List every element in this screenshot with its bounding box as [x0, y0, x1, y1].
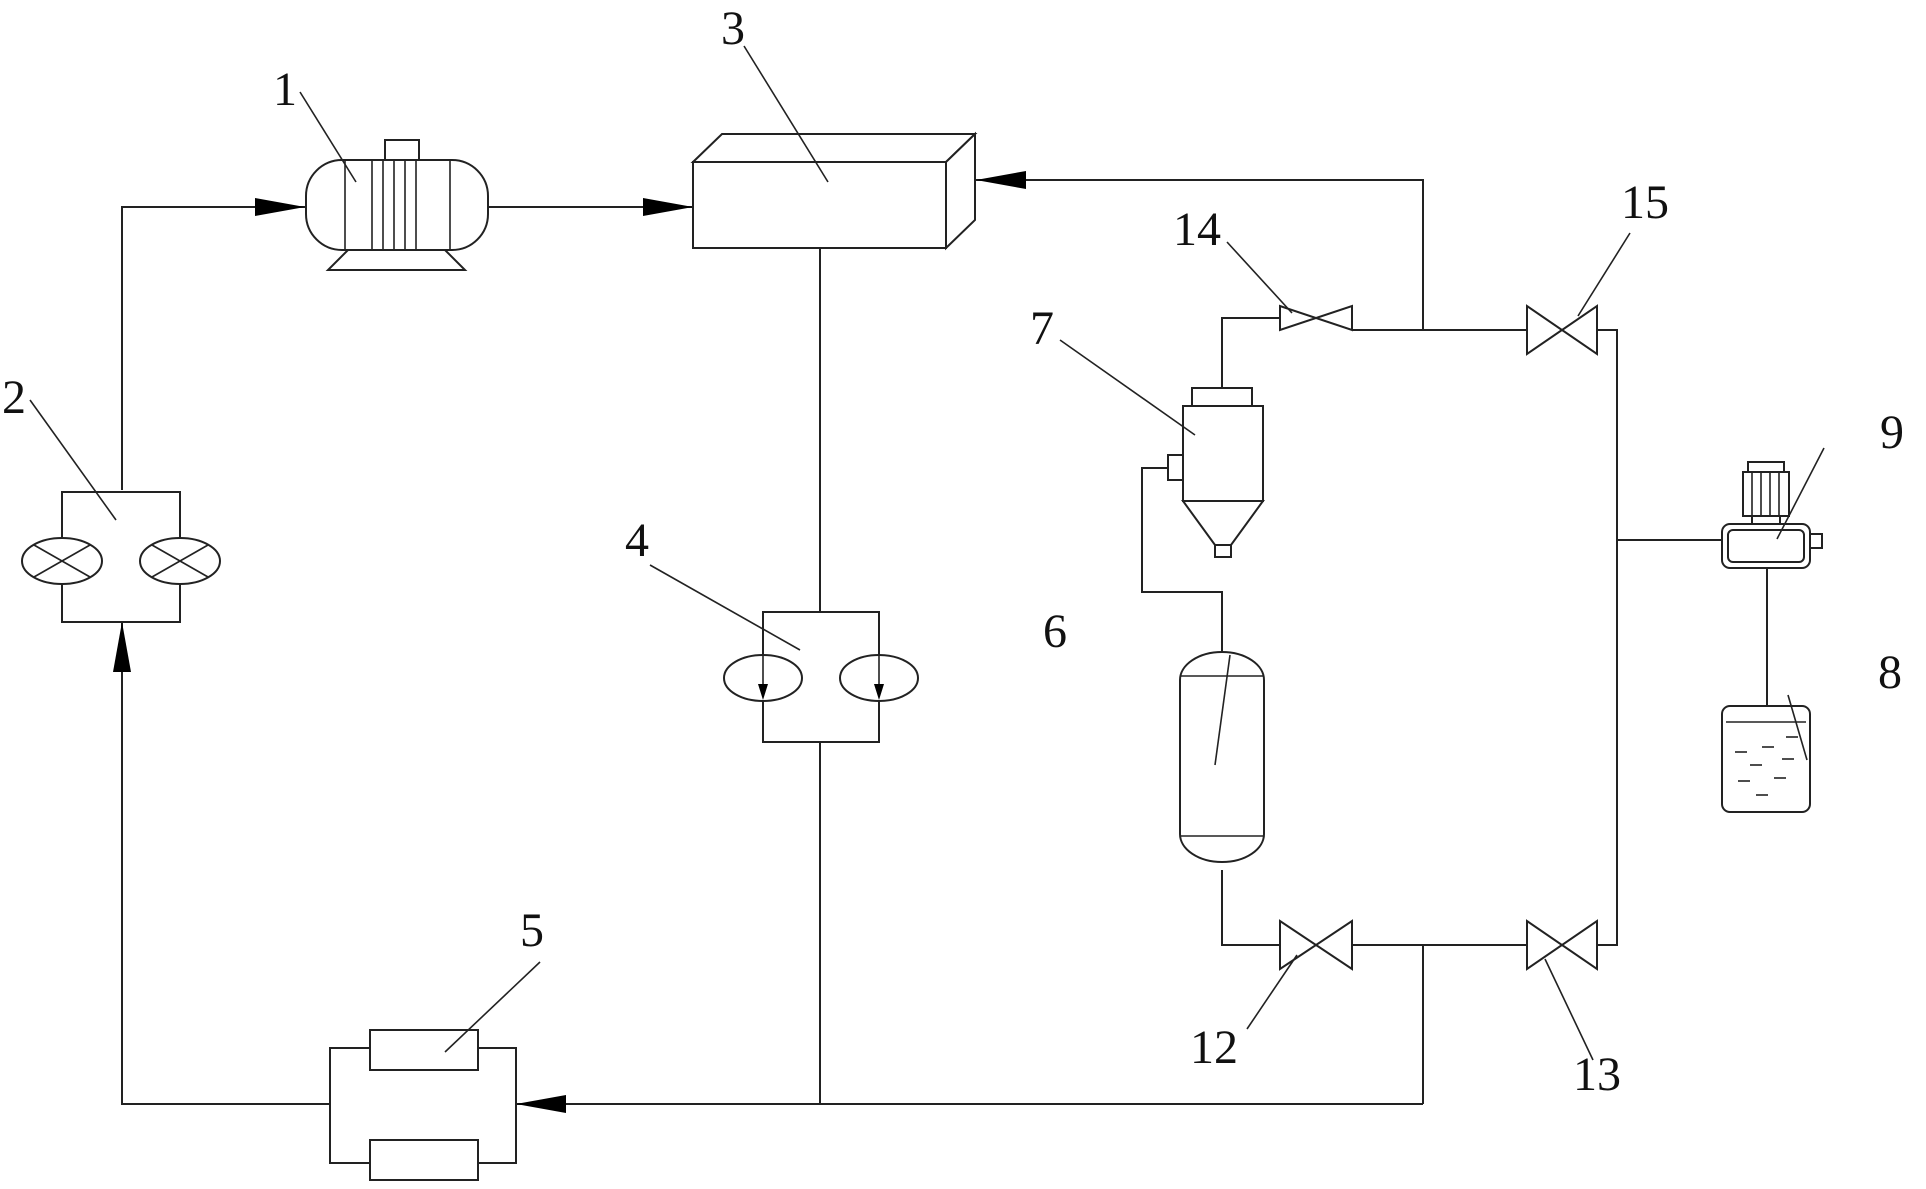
- pump9-motor: [1742, 471, 1790, 517]
- label-3: 3: [721, 2, 745, 55]
- motor-terminal-box: [384, 139, 420, 161]
- pipe-bottom-left: [1221, 870, 1280, 946]
- pipe-return-to-box: [976, 179, 1424, 330]
- pipe-top-left: [1221, 317, 1280, 330]
- arrow-into-box: [643, 198, 693, 216]
- label-7: 7: [1030, 302, 1054, 355]
- pipe-top-right: [1597, 329, 1618, 946]
- piping: [121, 179, 1768, 1105]
- container-body: [1721, 705, 1811, 813]
- metering-pump-component: [1721, 461, 1823, 569]
- motor-body: [305, 159, 489, 251]
- flow-arrows: [113, 171, 1026, 1113]
- pump9-coupling: [1751, 515, 1781, 525]
- separator-cone: [1181, 500, 1265, 546]
- pump9-port: [1809, 533, 1823, 549]
- pipe-fan-to-motor: [121, 206, 305, 490]
- separator-component: [1167, 387, 1265, 558]
- arrow-into-motor: [255, 198, 305, 216]
- valve-14: [1279, 304, 1353, 332]
- label-4: 4: [625, 514, 649, 567]
- exchanger-component: [329, 1029, 517, 1181]
- pump9-head-inner: [1727, 529, 1805, 563]
- tank-component: [1179, 651, 1265, 863]
- tank-body: [1179, 651, 1265, 863]
- valve-15: [1526, 304, 1598, 356]
- label-8: 8: [1878, 646, 1902, 699]
- box-component: [690, 131, 978, 251]
- motor-base: [325, 249, 468, 271]
- label-2: 2: [2, 371, 26, 424]
- valve-13: [1526, 919, 1598, 971]
- separator-body: [1182, 405, 1264, 502]
- label-12: 12: [1190, 1021, 1238, 1074]
- label-14: 14: [1173, 203, 1221, 256]
- arrow-return-into-box: [976, 171, 1026, 189]
- box-front-face: [692, 161, 947, 249]
- separator-outlet: [1214, 544, 1232, 558]
- pipe-exchanger-to-fan: [121, 622, 330, 1105]
- fan-unit-component: [21, 491, 221, 623]
- exchanger-tube-top: [369, 1029, 479, 1071]
- label-15: 15: [1621, 176, 1669, 229]
- pump9-motor-cap: [1747, 461, 1785, 473]
- separator-side-port: [1167, 454, 1184, 481]
- container-component: [1721, 705, 1811, 813]
- liquid-dashes: [1735, 736, 1798, 796]
- motor-component: [305, 139, 489, 271]
- box-top-face: [690, 133, 978, 163]
- valve-12: [1279, 919, 1353, 971]
- pipe-separator-to-tank: [1141, 467, 1223, 652]
- arrow-into-fan: [113, 622, 131, 672]
- arrow-into-exchanger: [516, 1095, 566, 1113]
- exchanger-tube-bottom: [369, 1139, 479, 1181]
- label-13: 13: [1573, 1048, 1621, 1101]
- label-1: 1: [273, 63, 297, 116]
- pump-pair-component: [723, 611, 919, 743]
- component-labels: 1 2 3 4 5 6 7 8 9 12 13 14 15: [2, 2, 1904, 1101]
- leader-lines: [29, 45, 1825, 1061]
- separator-cap: [1191, 387, 1253, 407]
- label-5: 5: [520, 904, 544, 957]
- label-9: 9: [1880, 406, 1904, 459]
- label-6: 6: [1043, 605, 1067, 658]
